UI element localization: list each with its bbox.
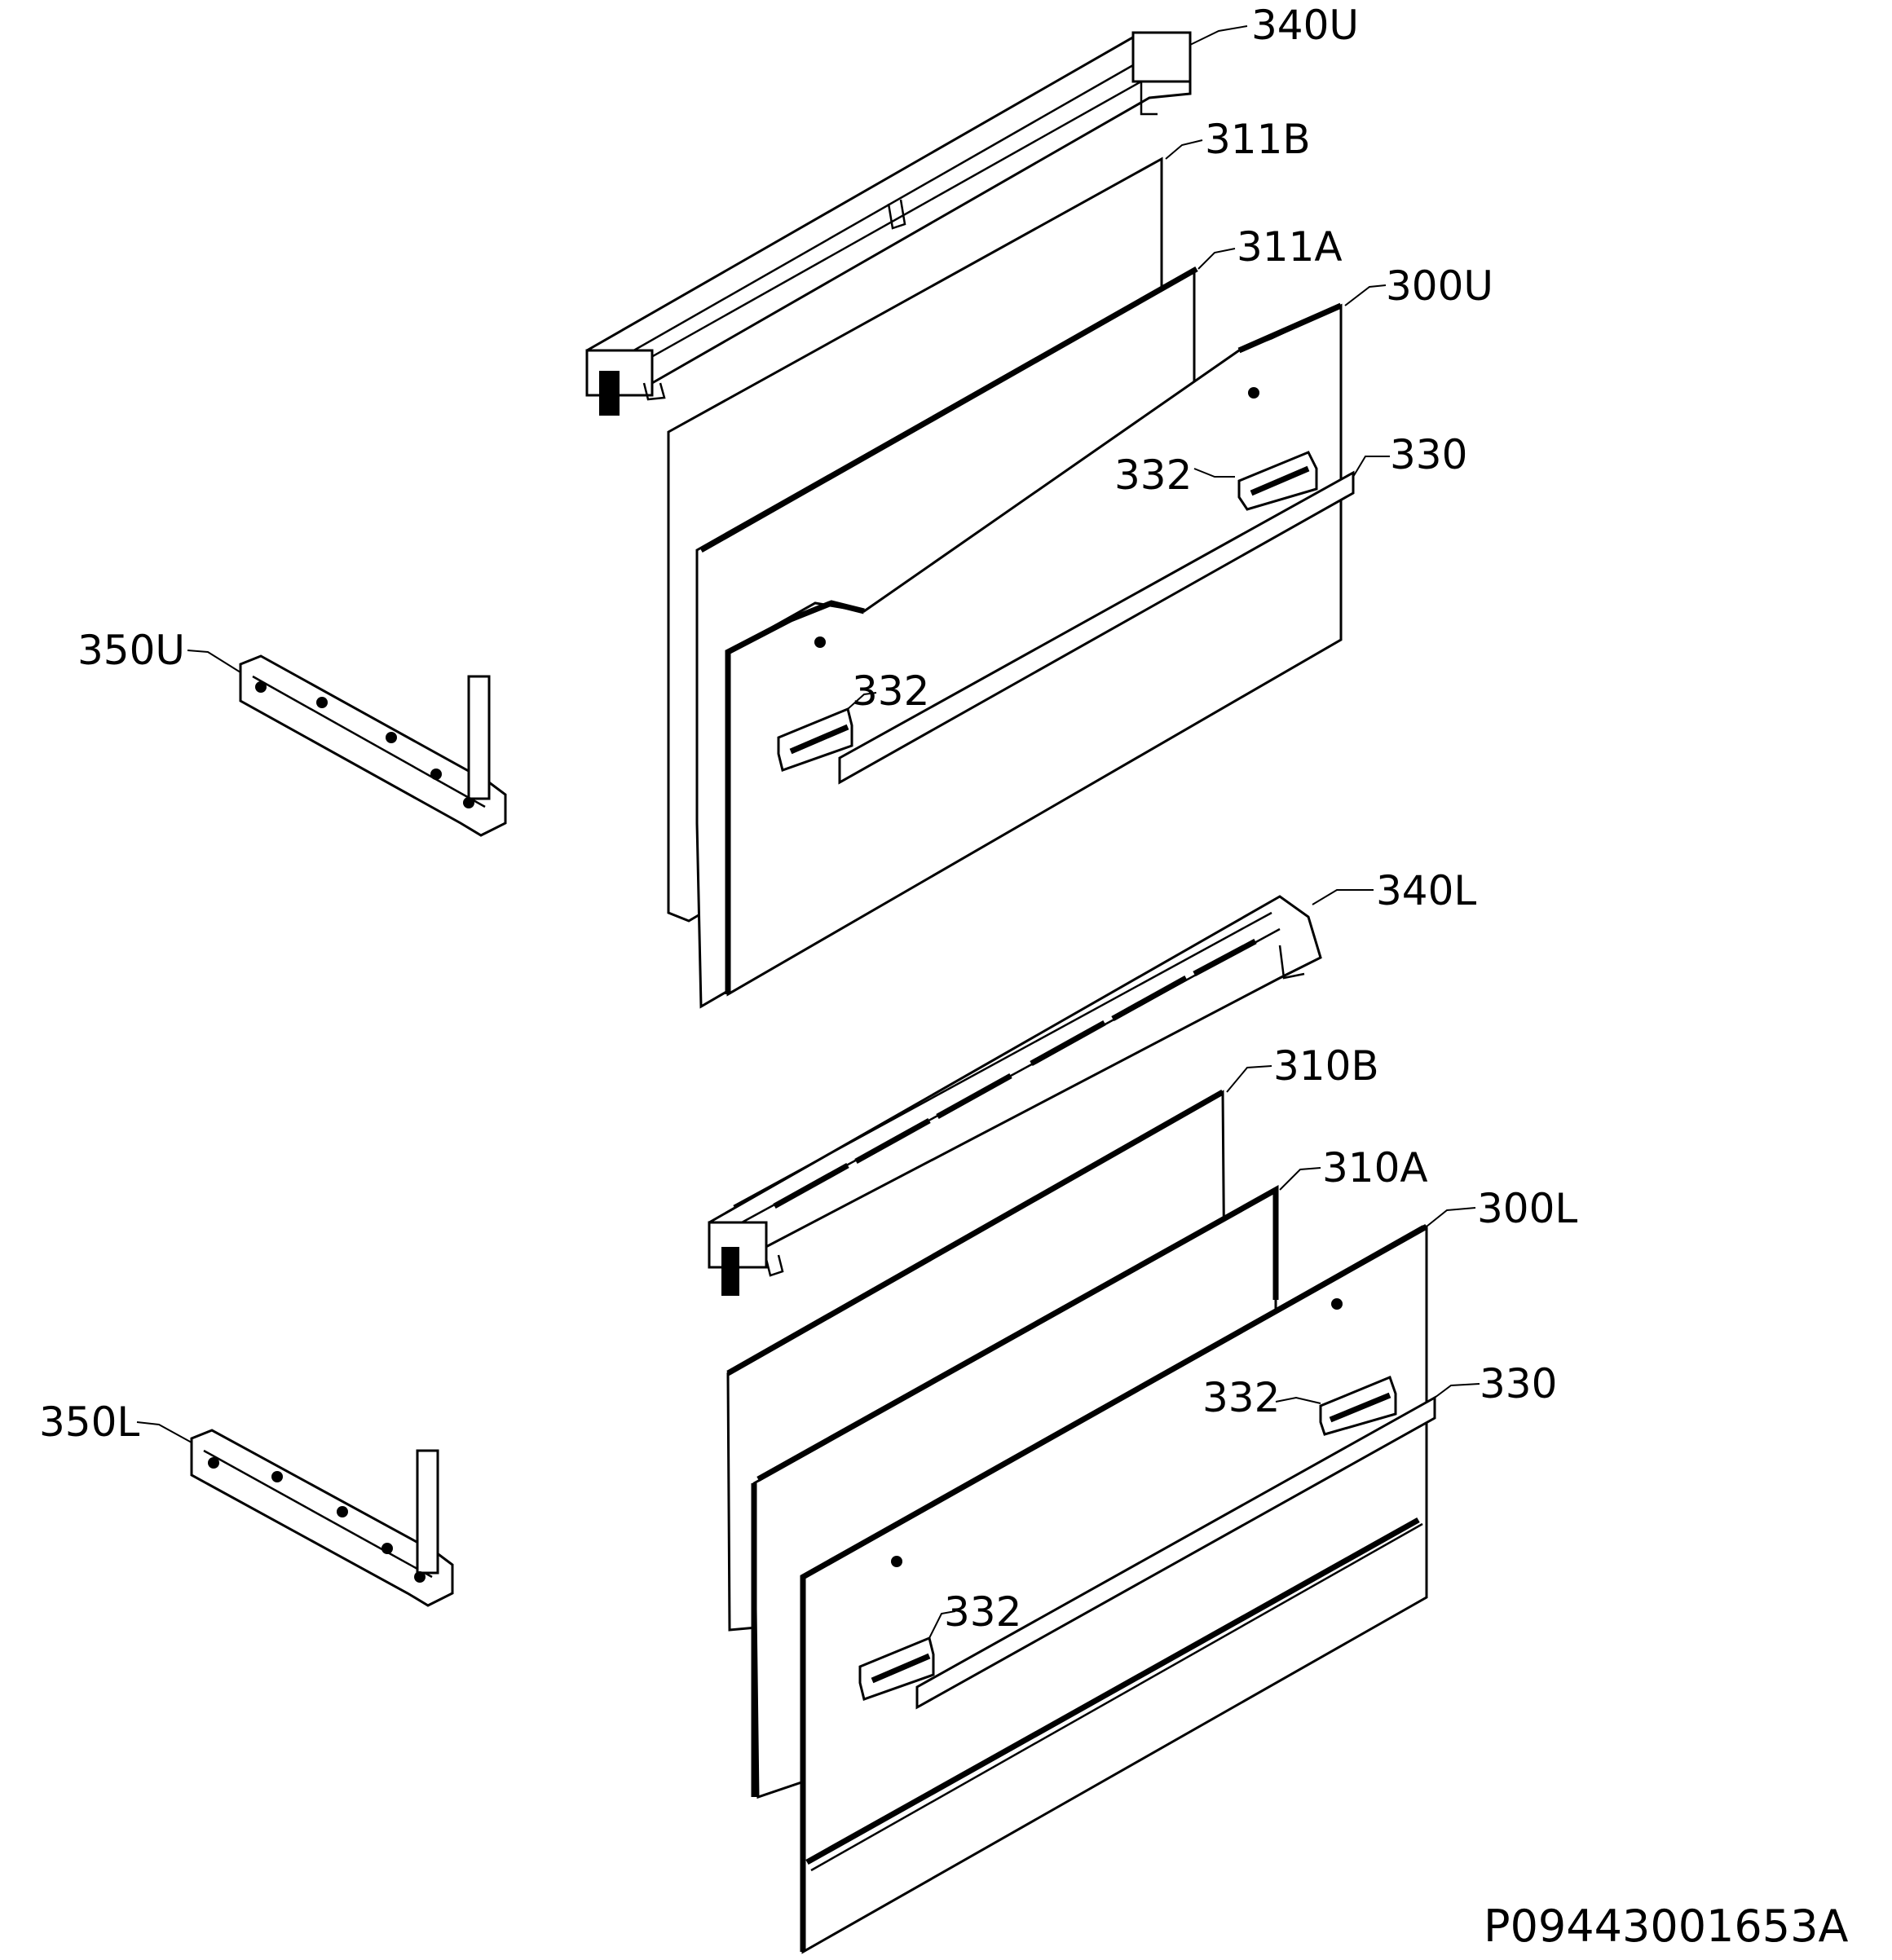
callout-311B: 311B [1205,116,1311,163]
callout-311A: 311A [1237,223,1343,271]
callout-350U: 350U [77,627,185,674]
document-id: P09443001653A [1484,1901,1848,1952]
part-330-upper-handle [838,470,1355,785]
callout-332-upper-right: 332 [1114,451,1192,499]
callout-330-lower: 330 [1480,1360,1557,1407]
part-350U-hinge [239,654,507,837]
callout-340L: 340L [1376,867,1476,914]
callout-300U: 300U [1386,262,1493,310]
callout-310B: 310B [1273,1042,1379,1090]
callout-332-upper-left: 332 [852,667,929,715]
part-330-lower-handle [915,1395,1436,1710]
callout-300L: 300L [1477,1185,1577,1232]
callout-332-lower-left: 332 [944,1588,1021,1636]
part-332-upper-right-cap [1237,451,1318,511]
callout-332-lower-right: 332 [1202,1374,1280,1421]
part-350L-hinge [190,1429,454,1607]
part-332-lower-right-cap [1319,1376,1397,1436]
callout-340U: 340U [1251,2,1359,49]
part-340L-top-trim [708,895,1322,1296]
leader-lines [136,25,1480,1639]
callout-330-upper: 330 [1390,431,1467,478]
callout-310A: 310A [1322,1144,1428,1191]
callout-350L: 350L [39,1398,139,1446]
part-340U-top-trim [585,31,1192,416]
